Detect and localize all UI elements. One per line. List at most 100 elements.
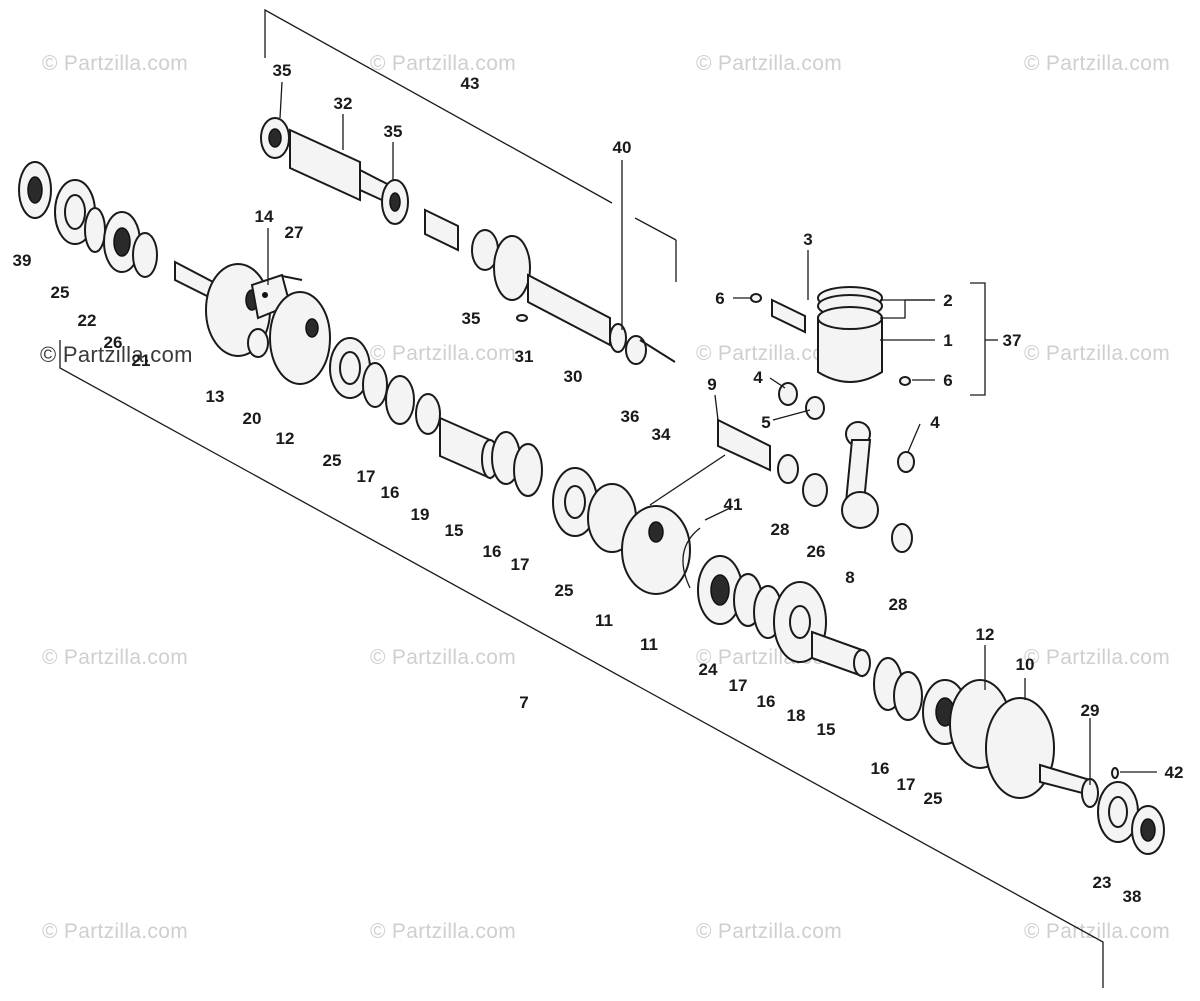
callout-34: 34 bbox=[652, 425, 671, 444]
callout-17: 17 bbox=[357, 467, 376, 486]
bearing-25b bbox=[329, 337, 371, 399]
bracket-43 bbox=[264, 8, 677, 282]
callout-16: 16 bbox=[483, 542, 502, 561]
bearing-26 bbox=[103, 211, 141, 273]
bearing-36 bbox=[625, 335, 647, 365]
callout-19: 19 bbox=[411, 505, 430, 524]
collar bbox=[424, 208, 459, 252]
watermark: © Partzilla.com bbox=[370, 342, 517, 365]
crank-pin-9 bbox=[717, 418, 771, 472]
key-31 bbox=[516, 314, 528, 322]
pin-34 bbox=[639, 339, 676, 363]
oil-seal-39 bbox=[18, 161, 52, 219]
oil-seal-38 bbox=[1131, 805, 1165, 855]
clip-6b bbox=[899, 376, 911, 386]
watermark: © Partzilla.com bbox=[42, 920, 189, 943]
bearing-19 bbox=[415, 393, 441, 435]
callout-17: 17 bbox=[511, 555, 530, 574]
pin-3 bbox=[771, 298, 806, 334]
clip-41 bbox=[682, 527, 701, 589]
callout-14: 14 bbox=[255, 207, 274, 226]
callout-35: 35 bbox=[462, 309, 481, 328]
watermark: © Partzilla.com bbox=[1024, 646, 1171, 669]
callout-18: 18 bbox=[787, 706, 806, 725]
callout-15: 15 bbox=[445, 521, 464, 540]
bearing-35b bbox=[381, 179, 409, 225]
ring-17 bbox=[362, 362, 388, 408]
ring-40 bbox=[609, 323, 627, 353]
callout-6: 6 bbox=[715, 289, 724, 308]
washer-4b bbox=[897, 451, 915, 473]
crank-web-11b bbox=[621, 505, 691, 595]
callout-12: 12 bbox=[276, 429, 295, 448]
watermark: © Partzilla.com bbox=[40, 342, 193, 367]
washer-4 bbox=[778, 382, 798, 406]
washer-28b bbox=[891, 523, 913, 553]
callout-41: 41 bbox=[724, 495, 743, 514]
watermark: © Partzilla.com bbox=[1024, 920, 1171, 943]
callout-12: 12 bbox=[976, 625, 995, 644]
bearing-35 bbox=[260, 117, 290, 159]
bracket-7 bbox=[59, 340, 1104, 988]
callout-11: 11 bbox=[640, 635, 658, 654]
watermark: © Partzilla.com bbox=[42, 646, 189, 669]
callout-1: 1 bbox=[943, 331, 952, 350]
callout-35: 35 bbox=[384, 122, 403, 141]
callout-25: 25 bbox=[924, 789, 943, 808]
callout-10: 10 bbox=[1016, 655, 1035, 674]
callout-9: 9 bbox=[707, 375, 716, 394]
callout-4: 4 bbox=[930, 413, 940, 432]
callouts: 35 43 32 35 40 14 27 3 39 25 22 26 21 6 … bbox=[13, 61, 1184, 906]
callout-5: 5 bbox=[761, 413, 770, 432]
callout-27: 27 bbox=[285, 223, 304, 242]
callout-43: 43 bbox=[461, 74, 480, 93]
needle-bearing-26 bbox=[802, 473, 828, 507]
leader-lines bbox=[267, 81, 1157, 785]
callout-17: 17 bbox=[729, 676, 748, 695]
watermark: © Partzilla.com bbox=[1024, 52, 1171, 75]
shaft-30 bbox=[527, 273, 611, 347]
piston-assembly bbox=[717, 286, 915, 553]
callout-31: 31 bbox=[515, 347, 534, 366]
callout-4: 4 bbox=[753, 368, 763, 387]
callout-16: 16 bbox=[381, 483, 400, 502]
sleeve-15 bbox=[439, 416, 499, 480]
watermark: © Partzilla.com bbox=[696, 342, 843, 365]
clip-6 bbox=[750, 293, 762, 303]
callout-37: 37 bbox=[1003, 331, 1022, 350]
callout-39: 39 bbox=[13, 251, 32, 270]
callout-15: 15 bbox=[817, 720, 836, 739]
callout-28: 28 bbox=[771, 520, 790, 539]
crank-web-10 bbox=[985, 697, 1055, 799]
callout-20: 20 bbox=[243, 409, 262, 428]
needle-bearing-5 bbox=[805, 396, 825, 420]
screw-27 bbox=[281, 275, 303, 281]
watermark: © Partzilla.com bbox=[1024, 342, 1171, 365]
bearing-25c bbox=[552, 467, 598, 537]
watermark: © Partzilla.com bbox=[42, 52, 189, 75]
watermark: © Partzilla.com bbox=[696, 920, 843, 943]
callout-25: 25 bbox=[51, 283, 70, 302]
callout-17: 17 bbox=[897, 775, 916, 794]
callout-3: 3 bbox=[803, 230, 812, 249]
callout-36: 36 bbox=[621, 407, 640, 426]
callout-25: 25 bbox=[555, 581, 574, 600]
callout-29: 29 bbox=[1081, 701, 1100, 720]
watermark: © Partzilla.com bbox=[370, 920, 517, 943]
conrod-8 bbox=[841, 421, 879, 529]
callout-38: 38 bbox=[1123, 887, 1142, 906]
callout-30: 30 bbox=[564, 367, 583, 386]
callout-35: 35 bbox=[273, 61, 292, 80]
bearing-24 bbox=[697, 555, 743, 625]
balancer-shaft-assembly bbox=[260, 117, 676, 365]
collar-20 bbox=[247, 328, 269, 358]
callout-22: 22 bbox=[78, 311, 97, 330]
crank-web-12 bbox=[269, 291, 331, 385]
callout-26: 26 bbox=[807, 542, 826, 561]
watermark: © Partzilla.com bbox=[696, 52, 843, 75]
callout-6: 6 bbox=[943, 371, 952, 390]
callout-24: 24 bbox=[699, 660, 718, 679]
bearing-23 bbox=[1097, 781, 1139, 843]
callout-13: 13 bbox=[206, 387, 225, 406]
callout-16: 16 bbox=[871, 759, 890, 778]
